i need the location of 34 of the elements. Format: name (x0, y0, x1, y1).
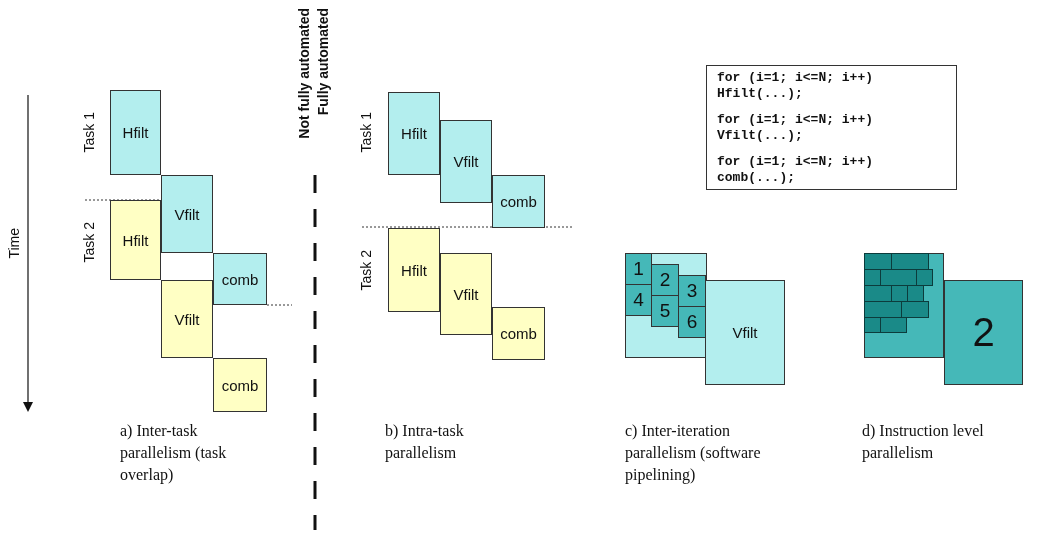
caption: a) Inter-task parallelism (task overlap) (120, 421, 228, 486)
caption: d) Instruction level parallelism (862, 421, 985, 464)
task-label: Task 1 (81, 112, 97, 153)
iteration-tile: 3 (678, 275, 706, 307)
caption: b) Intra-task parallelism (385, 421, 465, 464)
task-box: Hfilt (110, 90, 161, 175)
task-box: comb (492, 307, 545, 360)
task-box: Hfilt (388, 92, 440, 175)
task-box: Hfilt (388, 228, 440, 312)
automation-label: Not fully automated (296, 8, 312, 139)
code-box: for (i=1; i<=N; i++) Hfilt(...); for (i=1; i<=N; i++) Vfilt(...); for (i=1; i<=N; i++) comb(...); (706, 65, 957, 190)
axis-label: Time (6, 228, 22, 259)
task-label: Task 1 (358, 112, 374, 153)
task-box: Vfilt (161, 175, 213, 253)
iteration-tile: 6 (678, 306, 706, 338)
task-box: Vfilt (440, 120, 492, 203)
task-box: comb (213, 358, 267, 412)
task-box: comb (492, 175, 545, 228)
instruction-box: 2 (944, 280, 1023, 385)
iteration-box (625, 253, 707, 358)
caption: c) Inter-iteration parallelism (software pipelining) (625, 421, 762, 486)
task-box: Hfilt (110, 200, 161, 280)
task-label: Task 2 (81, 222, 97, 263)
task-label: Task 2 (358, 250, 374, 291)
task-box: Vfilt (705, 280, 785, 385)
iteration-tile: 5 (651, 295, 679, 327)
task-box: Vfilt (440, 253, 492, 335)
iteration-tile: 1 (625, 253, 652, 285)
iteration-box (864, 253, 944, 358)
task-box: comb (213, 253, 267, 305)
iteration-tile: 4 (625, 284, 652, 316)
task-box: Vfilt (161, 280, 213, 358)
iteration-tile: 2 (651, 264, 679, 296)
automation-label: Fully automated (315, 8, 331, 116)
